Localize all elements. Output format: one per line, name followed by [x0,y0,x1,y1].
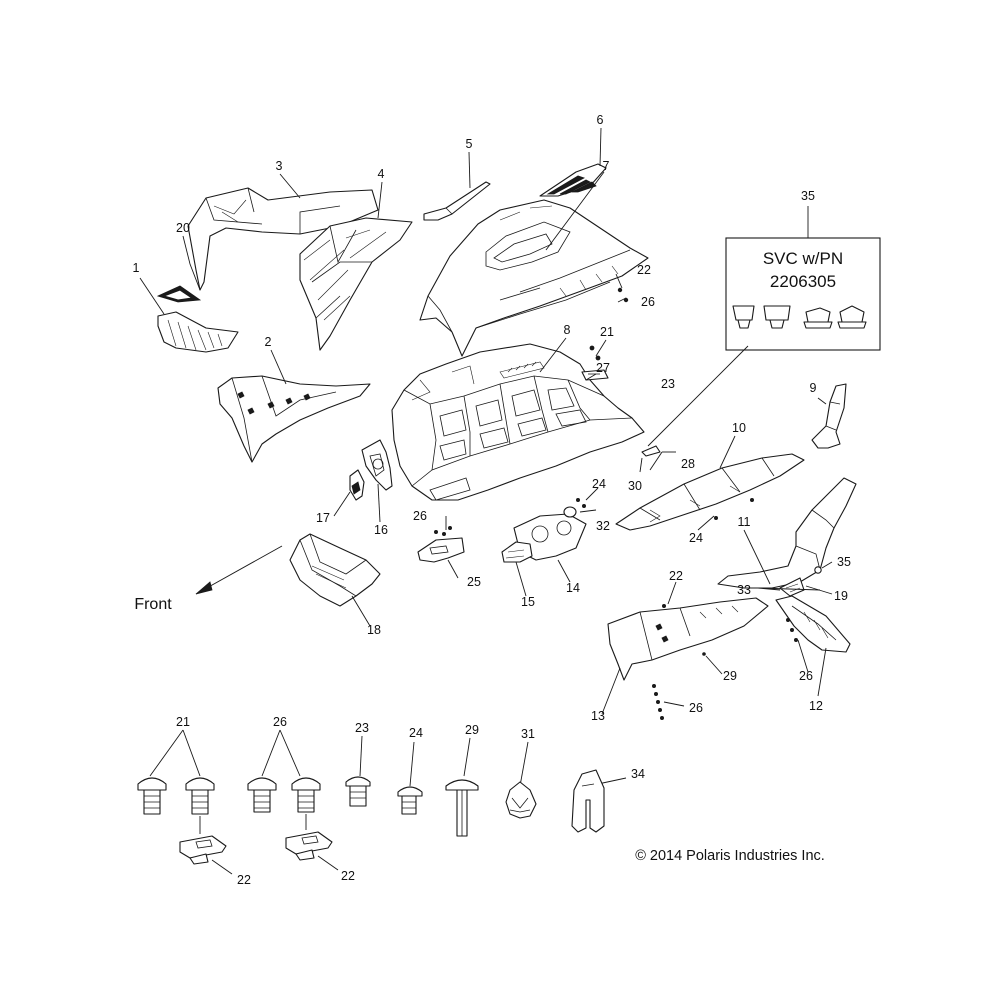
callout-21: 21 [600,325,614,339]
part-35-fastener [814,566,822,574]
hardware-callout-21: 21 [176,715,190,729]
part-17-bracket [349,469,365,501]
hardware-callout-24: 24 [409,726,423,740]
hardware-callout-34: 34 [631,767,645,781]
callout-35-box: 35 [801,189,815,203]
callout-26-right: 26 [799,669,813,683]
part-10-side-rail [615,453,805,531]
callout-15: 15 [521,595,535,609]
callout-27: 27 [596,361,610,375]
hardware-callout-29: 29 [465,723,479,737]
part-9-trim [811,383,847,449]
callout-26-upper: 26 [641,295,655,309]
callout-28: 28 [681,457,695,471]
callout-10: 10 [732,421,746,435]
hardware-nut-22-right: 22 [285,831,355,883]
callout-25: 25 [467,575,481,589]
part-5-trim-strip [423,181,491,221]
part-11-side-panel [717,477,857,589]
callout-20: 20 [176,221,190,235]
callout-23: 23 [661,377,675,391]
callout-11: 11 [738,515,751,529]
hardware-callout-22-right: 22 [341,869,355,883]
hardware-screw-21: 21 [137,715,215,834]
part-3-side-panel [187,187,379,291]
part-15-bracket [501,541,533,563]
part-4-side-panel [299,217,413,351]
part-8-main-frame [391,343,645,501]
part-29-rivet-lower [702,652,706,656]
svc-line-2: 2206305 [770,272,836,291]
front-label: Front [134,596,172,613]
callout-8: 8 [564,323,571,337]
part-25-bracket [417,526,465,563]
part-1-small-cover [157,311,239,353]
push-rivet-icon [732,305,755,329]
push-rivet-icon [763,305,791,329]
hardware-screw-26: 26 [247,715,321,830]
callout-labels: 1 2 3 4 5 6 7 8 9 10 11 12 13 14 15 16 1… [133,113,851,723]
part-12-side-trim [775,595,851,653]
hardware-callout-31: 31 [521,727,535,741]
part-19-bracket [779,577,805,597]
callout-12: 12 [809,699,823,713]
callout-26: 26 [413,509,427,523]
callout-6: 6 [597,113,604,127]
callout-5: 5 [466,137,473,151]
callout-19: 19 [834,589,848,603]
callout-22: 22 [637,263,651,277]
hardware-screw-23: 23 [345,721,371,807]
part-16-bracket [361,439,393,491]
hardware-screw-24: 24 [397,726,423,815]
hardware-rivet-29: 29 [445,723,479,837]
svc-line-1: SVC w/PN [763,249,843,268]
hardware-nut-22-left: 22 [179,835,251,887]
part-18-air-box [289,533,381,607]
callout-1: 1 [133,261,140,275]
callout-18: 18 [367,623,381,637]
leader-lines [139,127,833,715]
callout-13: 13 [591,709,605,723]
callout-7: 7 [603,159,610,173]
callout-26-lower: 26 [689,701,703,715]
part-13-lower-panel [607,597,769,681]
callout-16: 16 [374,523,388,537]
callout-22-lower: 22 [669,569,683,583]
part-24-screws-mid [576,497,587,508]
part-6-vent-grille [539,163,607,197]
part-21-screws-near-frame [589,345,601,361]
part-28-clip [641,445,661,457]
callout-2: 2 [265,335,272,349]
part-32-ring [563,506,577,518]
callout-33: 33 [737,583,751,597]
part-20-bracket [156,285,202,303]
callout-4: 4 [378,167,385,181]
copyright-text: © 2014 Polaris Industries Inc. [635,848,825,864]
callout-30: 30 [628,479,642,493]
push-rivet-icon [837,305,867,329]
part-26-screws-lower [652,684,665,721]
hardware-callout-22-left: 22 [237,873,251,887]
callout-9: 9 [810,381,817,395]
hardware-clip-31: 31 [505,727,537,819]
callout-14: 14 [566,581,580,595]
callout-32: 32 [596,519,610,533]
hardware-callout-26: 26 [273,715,287,729]
push-rivet-icon [803,307,833,329]
callout-17: 17 [316,511,330,525]
callout-24-rail: 24 [689,531,703,545]
hardware-edge-trim-34: 34 [571,767,645,833]
callout-29: 29 [723,669,737,683]
front-arrow [195,545,283,595]
part-22-nuts-lower [662,604,667,609]
part-7-hood [419,199,649,357]
part-2-side-panel [217,375,371,463]
svc-box: SVC w/PN 2206305 [725,237,881,351]
callout-35-right: 35 [837,555,851,569]
callout-24: 24 [592,477,606,491]
hardware-callout-23: 23 [355,721,369,735]
callout-3: 3 [276,159,283,173]
